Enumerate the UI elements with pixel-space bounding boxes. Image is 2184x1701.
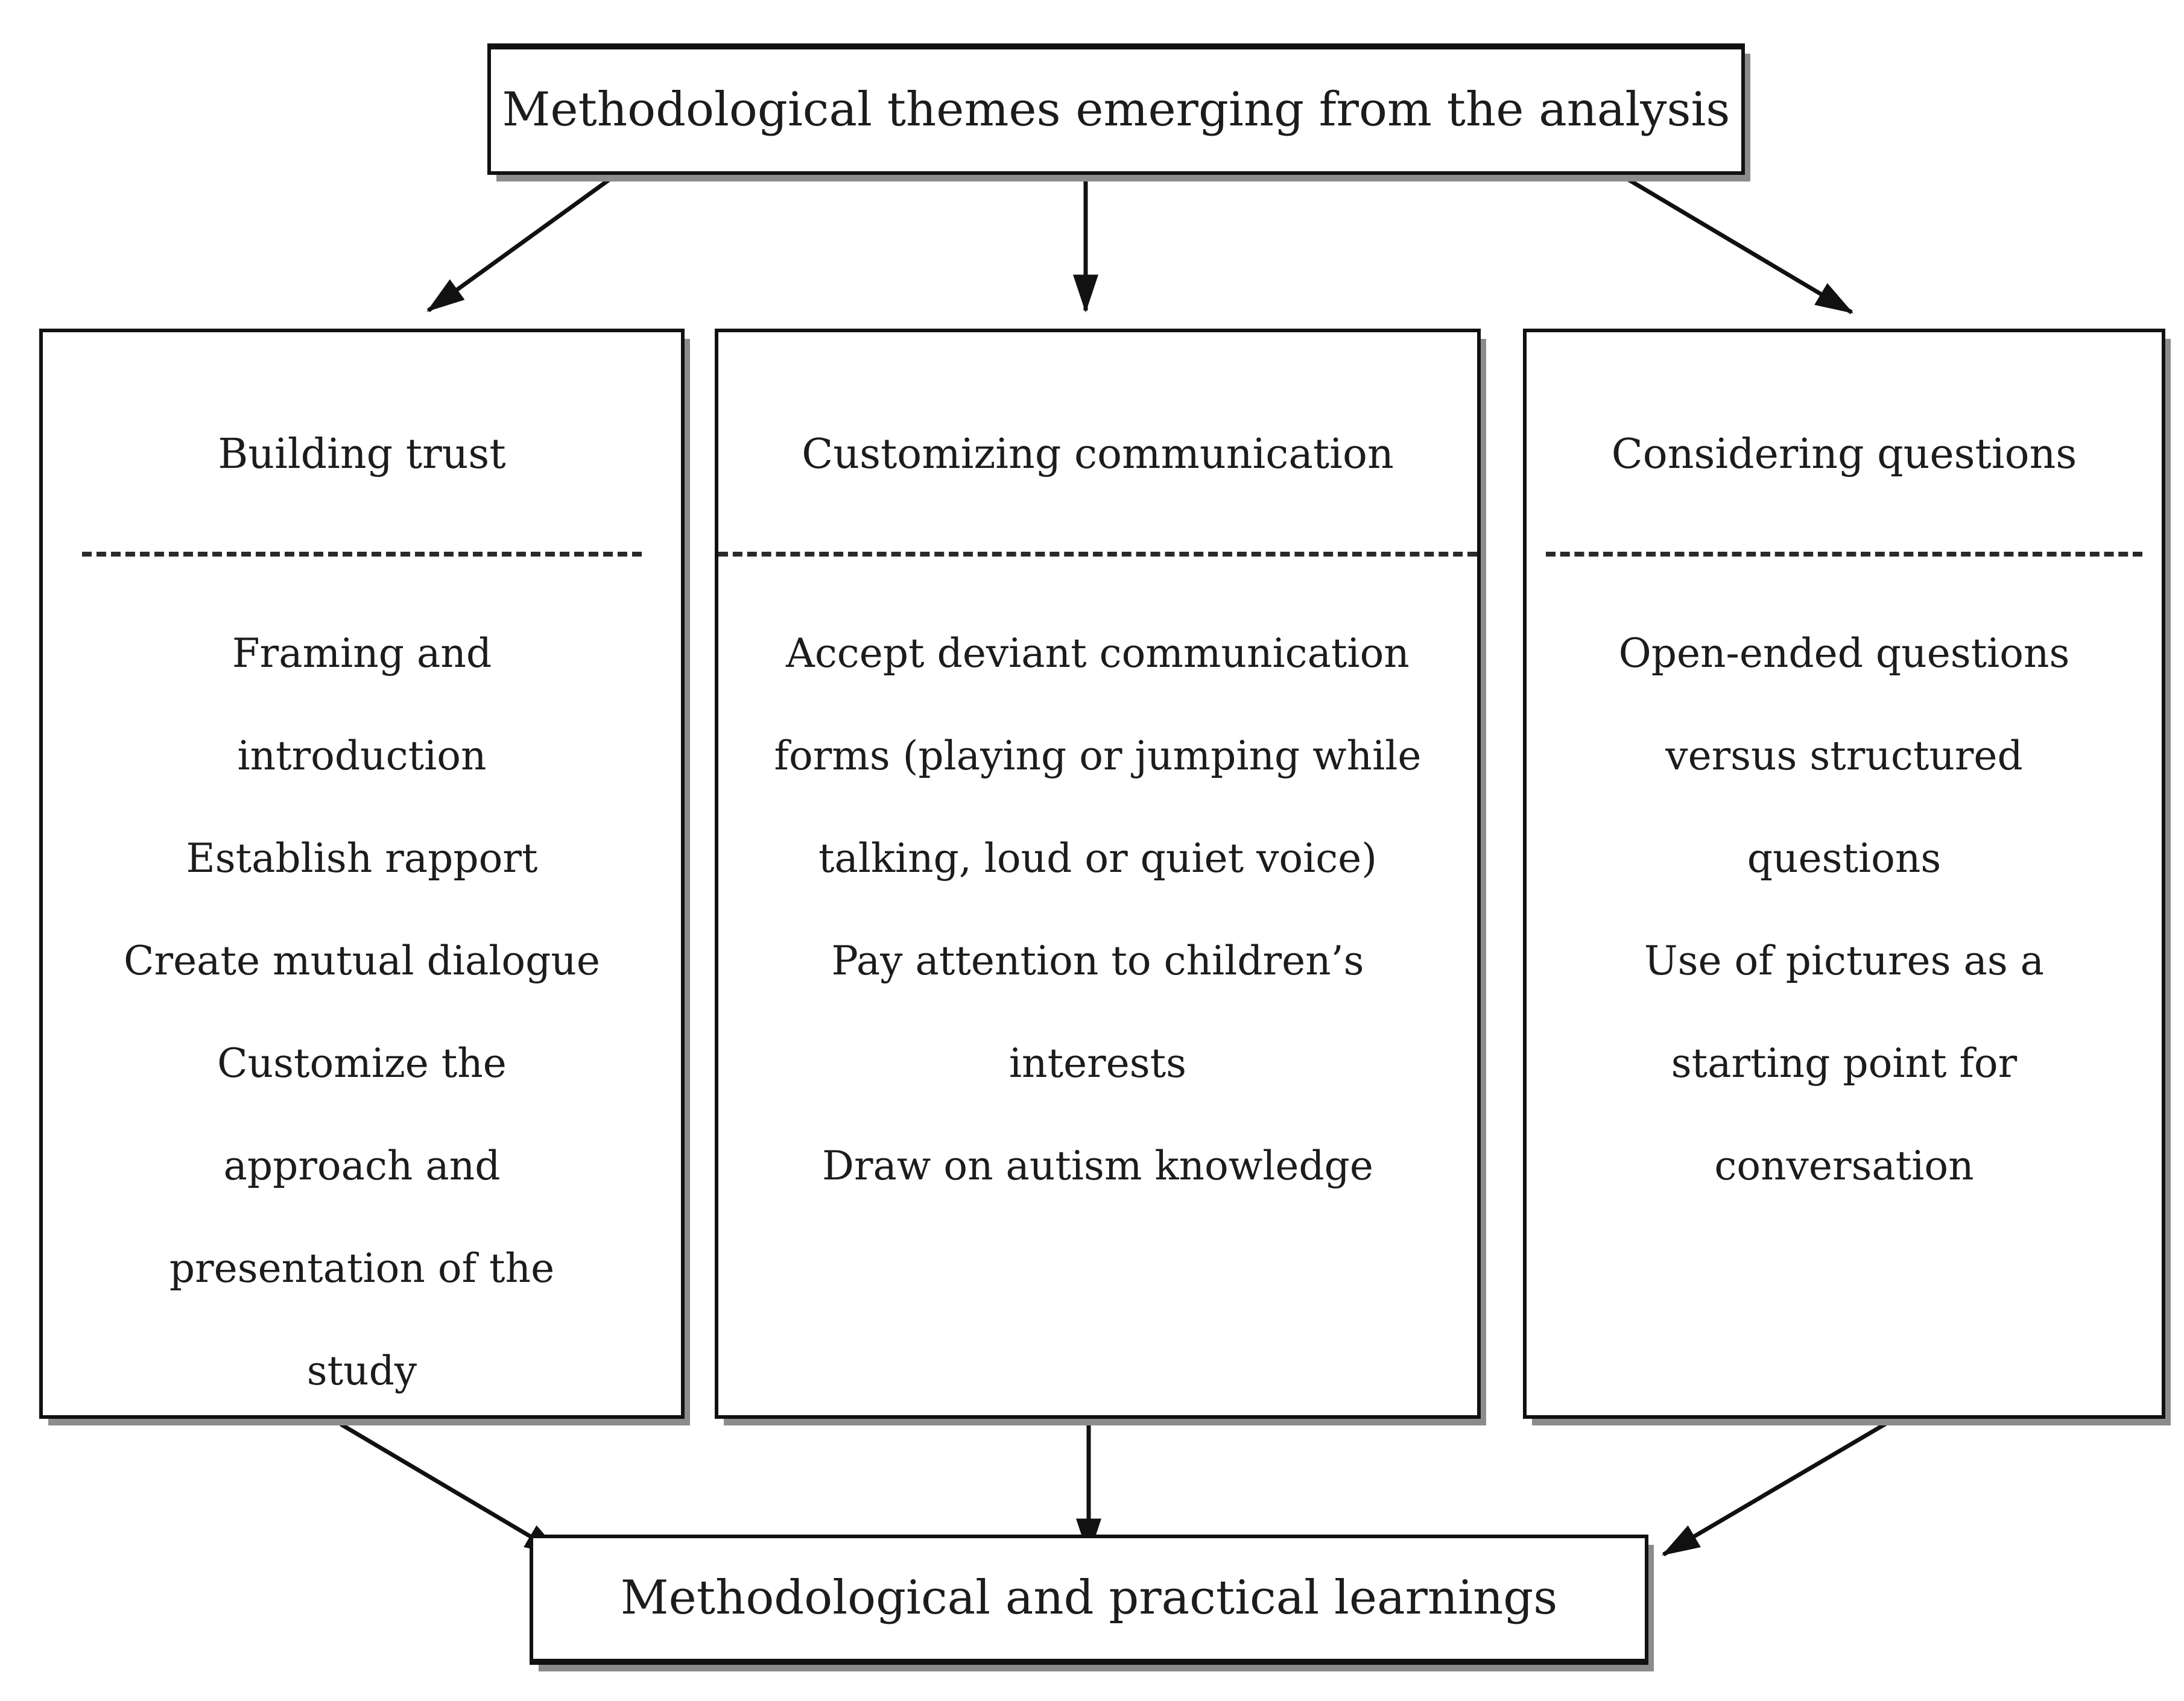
column-item: Framing and introduction	[232, 630, 492, 779]
arrow-building-trust-to-learnings	[340, 1422, 563, 1557]
column-item: Open-ended questions versus structured q…	[1618, 630, 2070, 882]
column-item: Draw on autism knowledge	[822, 1143, 1373, 1189]
bottom-learnings-label: Methodological and practical learnings	[620, 1571, 1558, 1626]
column-item: Establish rapport	[186, 835, 538, 882]
column-title: Customizing communication	[802, 431, 1394, 478]
column-item: Accept deviant communication forms (play…	[774, 630, 1422, 882]
column-item: Pay attention to children’s interests	[831, 938, 1364, 1087]
top-theme-label: Methodological themes emerging from the …	[502, 83, 1730, 137]
column-building-trust: Building trust Framing and introduction …	[39, 329, 685, 1419]
arrow-top-to-building-trust	[426, 178, 611, 312]
column-title: Considering questions	[1611, 431, 2077, 478]
dashed-divider	[1546, 552, 2142, 557]
column-title: Building trust	[218, 431, 506, 478]
bottom-learnings-box: Methodological and practical learnings	[530, 1535, 1648, 1665]
column-item: Customize the approach and presentation …	[169, 1040, 555, 1394]
column-customizing-communication: Customizing communication Accept deviant…	[715, 329, 1481, 1419]
column-item: Use of pictures as a starting point for …	[1644, 938, 2045, 1189]
dashed-divider	[718, 552, 1477, 557]
arrow-considering-questions-to-learnings	[1661, 1419, 1890, 1557]
column-item: Create mutual dialogue	[124, 938, 600, 984]
arrow-top-to-considering-questions	[1627, 177, 1854, 315]
column-considering-questions: Considering questions Open-ended questio…	[1523, 329, 2165, 1419]
dashed-divider	[82, 552, 642, 557]
top-theme-box: Methodological themes emerging from the …	[487, 43, 1745, 175]
